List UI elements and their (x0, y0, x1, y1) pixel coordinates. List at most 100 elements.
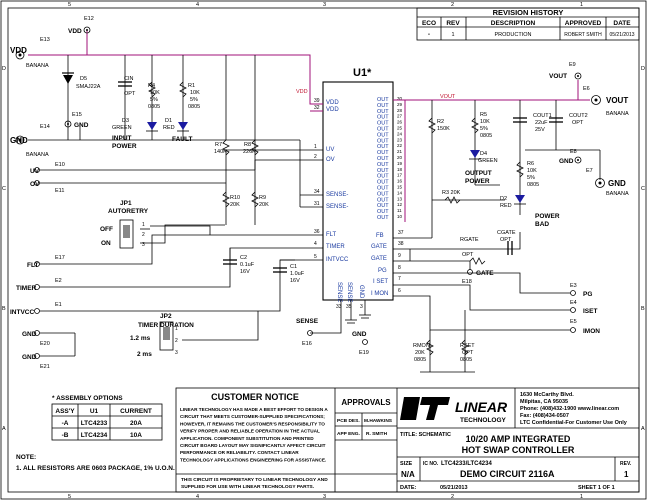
ic-pinnum-8: 8 (398, 265, 401, 271)
d2-ref: D2 (500, 196, 507, 202)
rev-header-approved: APPROVED (565, 20, 602, 27)
company-line5: LTC Confidential-For Customer Use Only (520, 420, 628, 426)
ic-pinnum-5: 5 (314, 254, 317, 260)
vout-e9-label: VOUT (549, 73, 567, 80)
ic-designator: U1* (353, 67, 372, 79)
timer-ref: E2 (55, 278, 62, 284)
assembly-row2-current: 10A (130, 432, 142, 439)
d4-ref: D4 (480, 151, 487, 157)
r6-ref: R6 (527, 161, 534, 167)
gnd-e20-ref: E20 (40, 341, 50, 347)
ic-pin-out: OUT (377, 215, 389, 221)
note-line1: 1. ALL RESISTORS ARE 0603 PACKAGE, 1% U.… (16, 465, 175, 472)
rev-cell-eco: - (428, 31, 430, 38)
ic-pinnum-out: 25 (397, 126, 403, 131)
customer-notice-line: LINEAR TECHNOLOGY HAS MADE A BEST EFFORT… (180, 407, 328, 412)
ic-vdd-net-label: VDD (296, 89, 308, 95)
gnd-e7-sub: BANANA (606, 191, 629, 197)
c2-ref: C2 (240, 255, 247, 261)
frame-col-2-bottom: 2 (451, 494, 454, 500)
c1-ref: C1 (290, 264, 297, 270)
input-power-line2: POWER (112, 143, 137, 150)
frame-row-a-right: A (641, 426, 645, 432)
ic-pinnum-33: 33 (336, 304, 342, 310)
d4-value: GREEN (478, 158, 498, 164)
terminals (15, 26, 605, 359)
sense-label: SENSE (296, 318, 319, 325)
pcb-des-label: PCB DES. (337, 418, 360, 424)
rev-cell-date: 05/21/2013 (609, 32, 634, 38)
r1-pkg: 0805 (188, 104, 200, 110)
ic-pin-out: OUT (377, 191, 389, 197)
sense-ref: E16 (302, 341, 312, 347)
jp1-on: ON (101, 240, 111, 247)
fault-label: FAULT (172, 136, 192, 143)
ic-pin-gnd: GND (358, 285, 364, 299)
ic-pin-uv: UV (326, 147, 334, 153)
frame-col-5-bottom: 5 (68, 494, 71, 500)
jp1-pin1: 1 (142, 222, 145, 228)
ic-pinnum-37: 37 (398, 230, 404, 236)
ic-pinnum-31: 31 (314, 201, 320, 207)
r8-value: 226K (243, 149, 256, 155)
company-line4: Fax: (408)434-0507 (520, 413, 569, 419)
cout1-ref: COUT1 (533, 113, 552, 119)
ic-pinnum-39: 39 (314, 98, 320, 104)
ic-pin-pg: PG (378, 268, 387, 274)
ic-pin-out: OUT (377, 197, 389, 203)
ic-pin-vdd-39: VDD (326, 100, 339, 106)
jp1-label: AUTORETRY (108, 208, 149, 215)
assembly-row1-assy: -A (62, 420, 69, 427)
ic-pinnum-out: 14 (397, 190, 403, 195)
size-value: N/A (401, 470, 415, 479)
vout-e6-label: VOUT (606, 96, 628, 105)
frame-row-b: B (2, 306, 6, 312)
approvals-title: APPROVALS (341, 398, 391, 407)
revision-history-table: REVISION HISTORY ECO REV DESCRIPTION APP… (416, 7, 640, 41)
ic-pinnum-out: 21 (397, 149, 403, 154)
ic-pinnum-out: 10 (397, 214, 403, 219)
d3-ref: D3 (122, 118, 129, 124)
cout1-value: 22uF (535, 120, 548, 126)
flt-label: FLT (27, 262, 38, 269)
assembly-header-assy: ASS'Y (55, 408, 75, 415)
customer-notice-line: APPLICATION. COMPONENT SUBSTITUTION AND … (180, 436, 314, 441)
app-eng-label: APP ENG. (337, 431, 360, 437)
vdd-top-ref: E12 (84, 16, 94, 22)
linear-logo-icon (400, 397, 450, 420)
cgate-value: OPT (500, 237, 512, 243)
customer-notice-line: CIRCUIT BOARD LAYOUT MAY SIGNIFICANTLY A… (180, 443, 326, 448)
power-bad-line2: BAD (535, 221, 549, 228)
frame-row-c-right: C (641, 186, 645, 192)
ov-label: OV (30, 181, 40, 188)
title-block (175, 387, 640, 493)
gnd-e15-label: GND (74, 122, 89, 129)
customer-notice-body: LINEAR TECHNOLOGY HAS MADE A BEST EFFORT… (180, 407, 328, 462)
ic-pinnum-out: 27 (397, 114, 403, 119)
date-value: 05/21/2013 (440, 485, 468, 491)
ic-pin-ov: OV (326, 157, 335, 163)
d2-value: RED (500, 203, 512, 209)
logo-sub: TECHNOLOGY (460, 417, 507, 424)
vout-e9-ref: E9 (569, 62, 576, 68)
r7-ref: R7 (215, 142, 222, 148)
r1-tol: 5% (190, 97, 198, 103)
d5-value: SMAJ22A (76, 84, 101, 90)
ic-vout-net-label: VOUT (440, 94, 456, 100)
ic-pinnum-9: 9 (398, 253, 401, 259)
d1-ref: D1 (165, 118, 172, 124)
r5-value: 10K (480, 119, 490, 125)
ic-pinnum-out: 24 (397, 131, 403, 136)
ic-pinnum-out: 12 (397, 202, 403, 207)
revision-history-title: REVISION HISTORY (493, 8, 564, 17)
ic-pinnum-32: 32 (314, 105, 320, 111)
ic-pin-out: OUT (377, 162, 389, 168)
rset-ref: RSET (460, 343, 475, 349)
sheet-value: SHEET 1 OF 1 (578, 485, 615, 491)
jp2-option-b: 2 ms (137, 351, 152, 358)
gnd-e19-label: GND (352, 331, 367, 338)
r3-label: R3 20K (442, 190, 461, 196)
vdd-top-label: VDD (68, 28, 82, 35)
imon-ref: E5 (570, 319, 577, 325)
r6-value: 10K (527, 168, 537, 174)
